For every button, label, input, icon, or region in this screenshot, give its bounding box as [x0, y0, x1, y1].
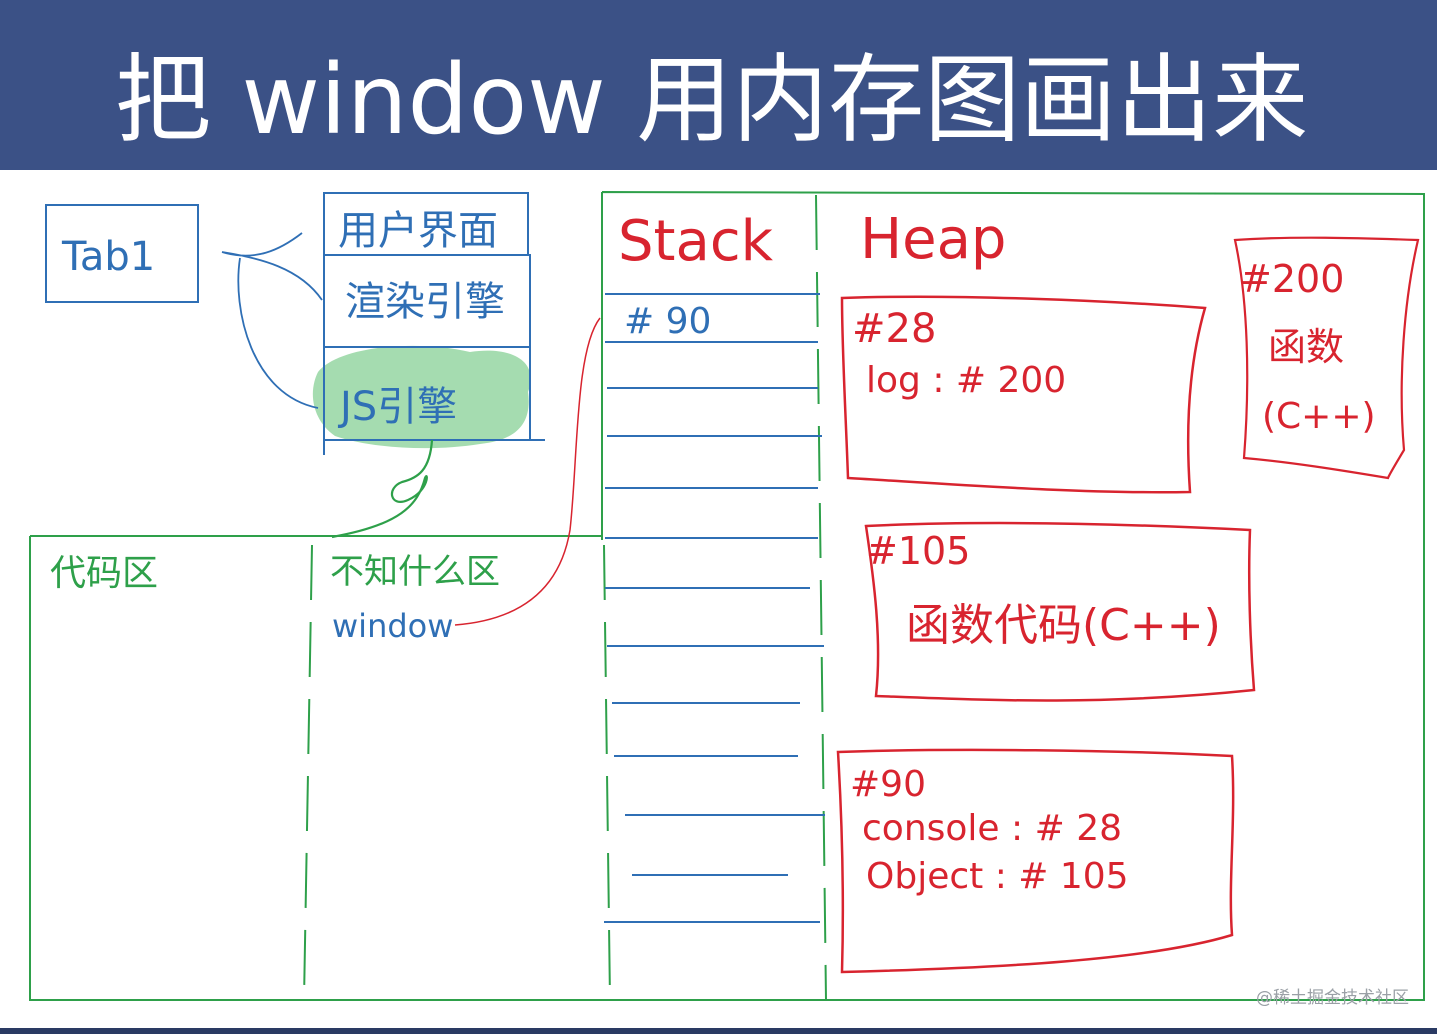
- heap-object-200-id: #200: [1240, 257, 1344, 301]
- code-zone-label: 代码区: [50, 553, 158, 594]
- title-banner: 把 window 用内存图画出来: [0, 0, 1437, 170]
- stack-slots: [604, 293, 825, 923]
- heap-object-90-console: console : # 28: [862, 808, 1122, 849]
- heap-object-200-func: 函数: [1268, 325, 1344, 369]
- window-stack-connector: [454, 317, 601, 626]
- tab-label: Tab1: [61, 234, 155, 280]
- zone-divider-2: [603, 544, 611, 1001]
- browser-parts: [323, 192, 545, 455]
- heap-object-90-id: #90: [850, 764, 926, 805]
- heap-object-90-object: Object : # 105: [866, 856, 1129, 897]
- heap-object-90-box: [836, 748, 1235, 974]
- render-engine-label: 渲染引擎: [345, 279, 505, 325]
- window-label: window: [332, 607, 453, 645]
- tab-box: [45, 204, 199, 303]
- heap-label: Heap: [860, 207, 1006, 272]
- js-engine-label: JS引擎: [337, 384, 457, 430]
- tab-connector: [221, 232, 323, 409]
- watermark: @稀土掘金技术社区: [1256, 988, 1409, 1008]
- ui-label: 用户界面: [338, 208, 498, 254]
- heap-object-105-id: #105: [866, 529, 970, 573]
- heap-object-28-box: [840, 295, 1207, 494]
- heap-object-200-box: [1233, 236, 1420, 480]
- stack-label: Stack: [618, 209, 774, 274]
- js-engine-connector: [331, 439, 434, 539]
- heap-object-105-box: [864, 521, 1256, 702]
- bottom-bar: [0, 1028, 1437, 1034]
- memory-frame: [29, 191, 1425, 1001]
- stack-heap-divider: [815, 194, 827, 1001]
- heap-object-28-log: log : # 200: [866, 360, 1066, 401]
- zone-divider-1: [303, 544, 313, 1001]
- heap-object-200-lang: (C++): [1262, 396, 1376, 437]
- heap-object-105-code: 函数代码(C++): [906, 600, 1221, 651]
- unknown-zone-label: 不知什么区: [330, 552, 500, 592]
- stack-top-entry: # 90: [624, 301, 711, 342]
- heap-object-28-id: #28: [852, 306, 936, 352]
- page-title: 把 window 用内存图画出来: [115, 44, 1309, 156]
- js-engine-highlight: [312, 345, 531, 449]
